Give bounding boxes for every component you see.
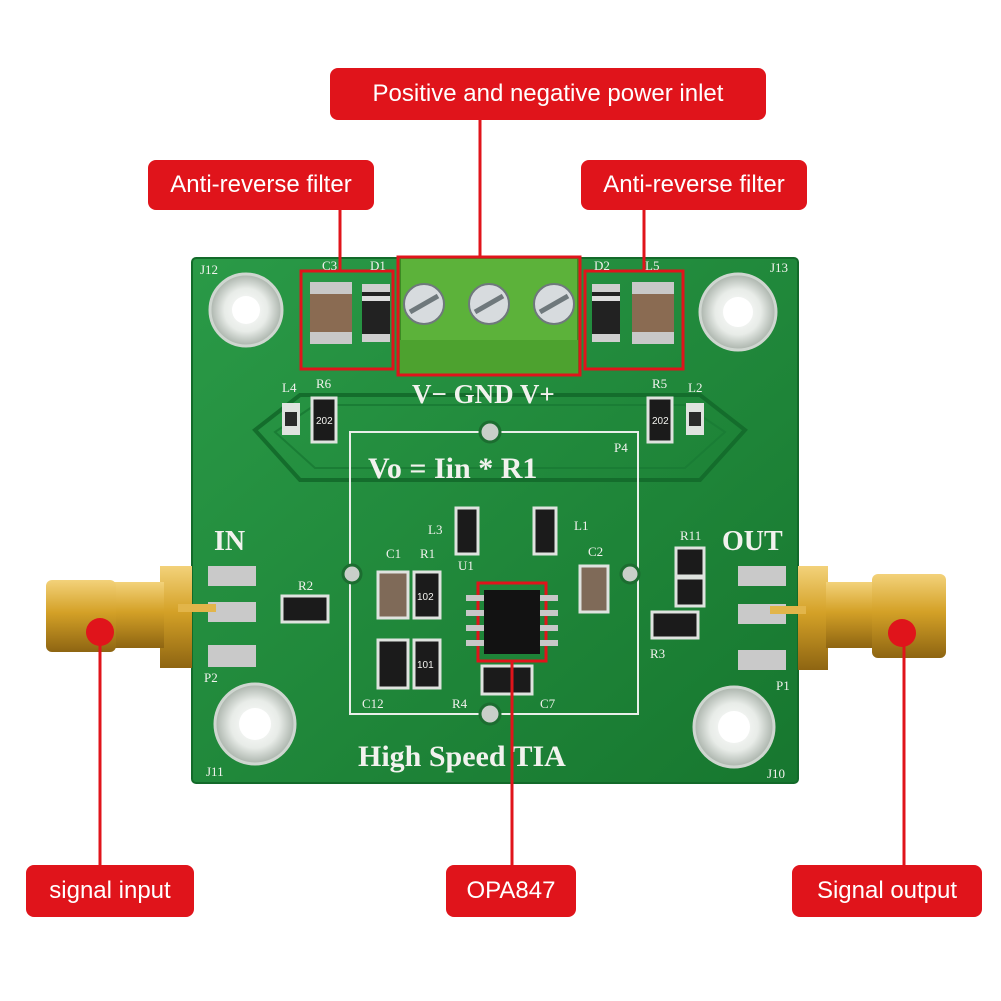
silk-r4: R4 xyxy=(452,696,468,711)
silk-p1: P1 xyxy=(776,678,790,693)
marking-202-right: 202 xyxy=(652,416,669,427)
silk-c12: C12 xyxy=(362,696,384,711)
silk-c2: C2 xyxy=(588,544,603,559)
silk-j10: J10 xyxy=(767,766,785,781)
silk-d2: D2 xyxy=(594,258,610,273)
power-terminal-block xyxy=(399,257,579,375)
capacitor-c5 xyxy=(632,282,674,344)
silk-r6: R6 xyxy=(316,376,332,391)
silk-p4: P4 xyxy=(614,440,628,455)
marking-202-left: 202 xyxy=(316,416,333,427)
via xyxy=(619,563,641,585)
callout-signal-output: Signal output xyxy=(792,865,982,917)
silk-c7: C7 xyxy=(540,696,556,711)
silk-u1: U1 xyxy=(458,558,474,573)
marker-dot-output xyxy=(888,619,916,647)
board-title: High Speed TIA xyxy=(358,740,566,773)
opa847-chip xyxy=(466,590,558,654)
via xyxy=(478,420,502,444)
silk-r3: R3 xyxy=(650,646,665,661)
callout-power-inlet: Positive and negative power inlet xyxy=(330,68,766,120)
output-pads xyxy=(738,566,786,670)
sma-connector-input xyxy=(46,566,216,668)
input-pads xyxy=(208,566,256,667)
silk-l5: L5 xyxy=(645,258,659,273)
diode-d1 xyxy=(362,284,390,342)
silk-j11: J11 xyxy=(206,764,224,779)
pcb-trace-outline-inner xyxy=(273,404,727,469)
highlight-box-power-inlet xyxy=(396,255,582,377)
marker-dot-input xyxy=(86,618,114,646)
terminal-label: V− GND V+ xyxy=(412,379,555,409)
silk-c1: C1 xyxy=(386,546,401,561)
via xyxy=(341,563,363,585)
silk-j13: J13 xyxy=(770,260,788,275)
marking-101: 101 xyxy=(417,660,434,671)
pcb-trace-outline xyxy=(252,393,748,482)
silk-l4: L4 xyxy=(282,380,297,395)
silk-r11: R11 xyxy=(680,528,701,543)
silk-l2: L2 xyxy=(688,380,702,395)
silk-d1: D1 xyxy=(370,258,386,273)
silk-l1: L1 xyxy=(574,518,588,533)
callout-signal-input: signal input xyxy=(26,865,194,917)
marking-102: 102 xyxy=(417,592,434,603)
silk-l3: L3 xyxy=(428,522,442,537)
via xyxy=(478,702,502,726)
mounting-hole-j10 xyxy=(692,685,776,769)
mounting-hole-j12 xyxy=(208,272,284,348)
mounting-hole-j11 xyxy=(213,682,297,766)
formula-text: Vo = Iin * R1 xyxy=(368,452,537,485)
highlight-box-right-filter xyxy=(583,269,685,371)
highlight-box-left-filter xyxy=(299,269,395,371)
in-label: IN xyxy=(214,526,245,557)
silk-r1: R1 xyxy=(420,546,435,561)
mounting-hole-j13 xyxy=(698,272,778,352)
silk-j12: J12 xyxy=(200,262,218,277)
callout-anti-reverse-filter-right: Anti-reverse filter xyxy=(581,160,807,210)
diode-d2 xyxy=(592,284,620,342)
silk-p2: P2 xyxy=(204,670,218,685)
silk-c3: C3 xyxy=(322,258,337,273)
callout-anti-reverse-filter-left: Anti-reverse filter xyxy=(148,160,374,210)
smd-components xyxy=(280,396,706,696)
silk-r5: R5 xyxy=(652,376,667,391)
callout-opamp: OPA847 xyxy=(446,865,576,917)
out-label: OUT xyxy=(722,526,783,557)
capacitor-c3 xyxy=(310,282,352,344)
silk-r2: R2 xyxy=(298,578,313,593)
